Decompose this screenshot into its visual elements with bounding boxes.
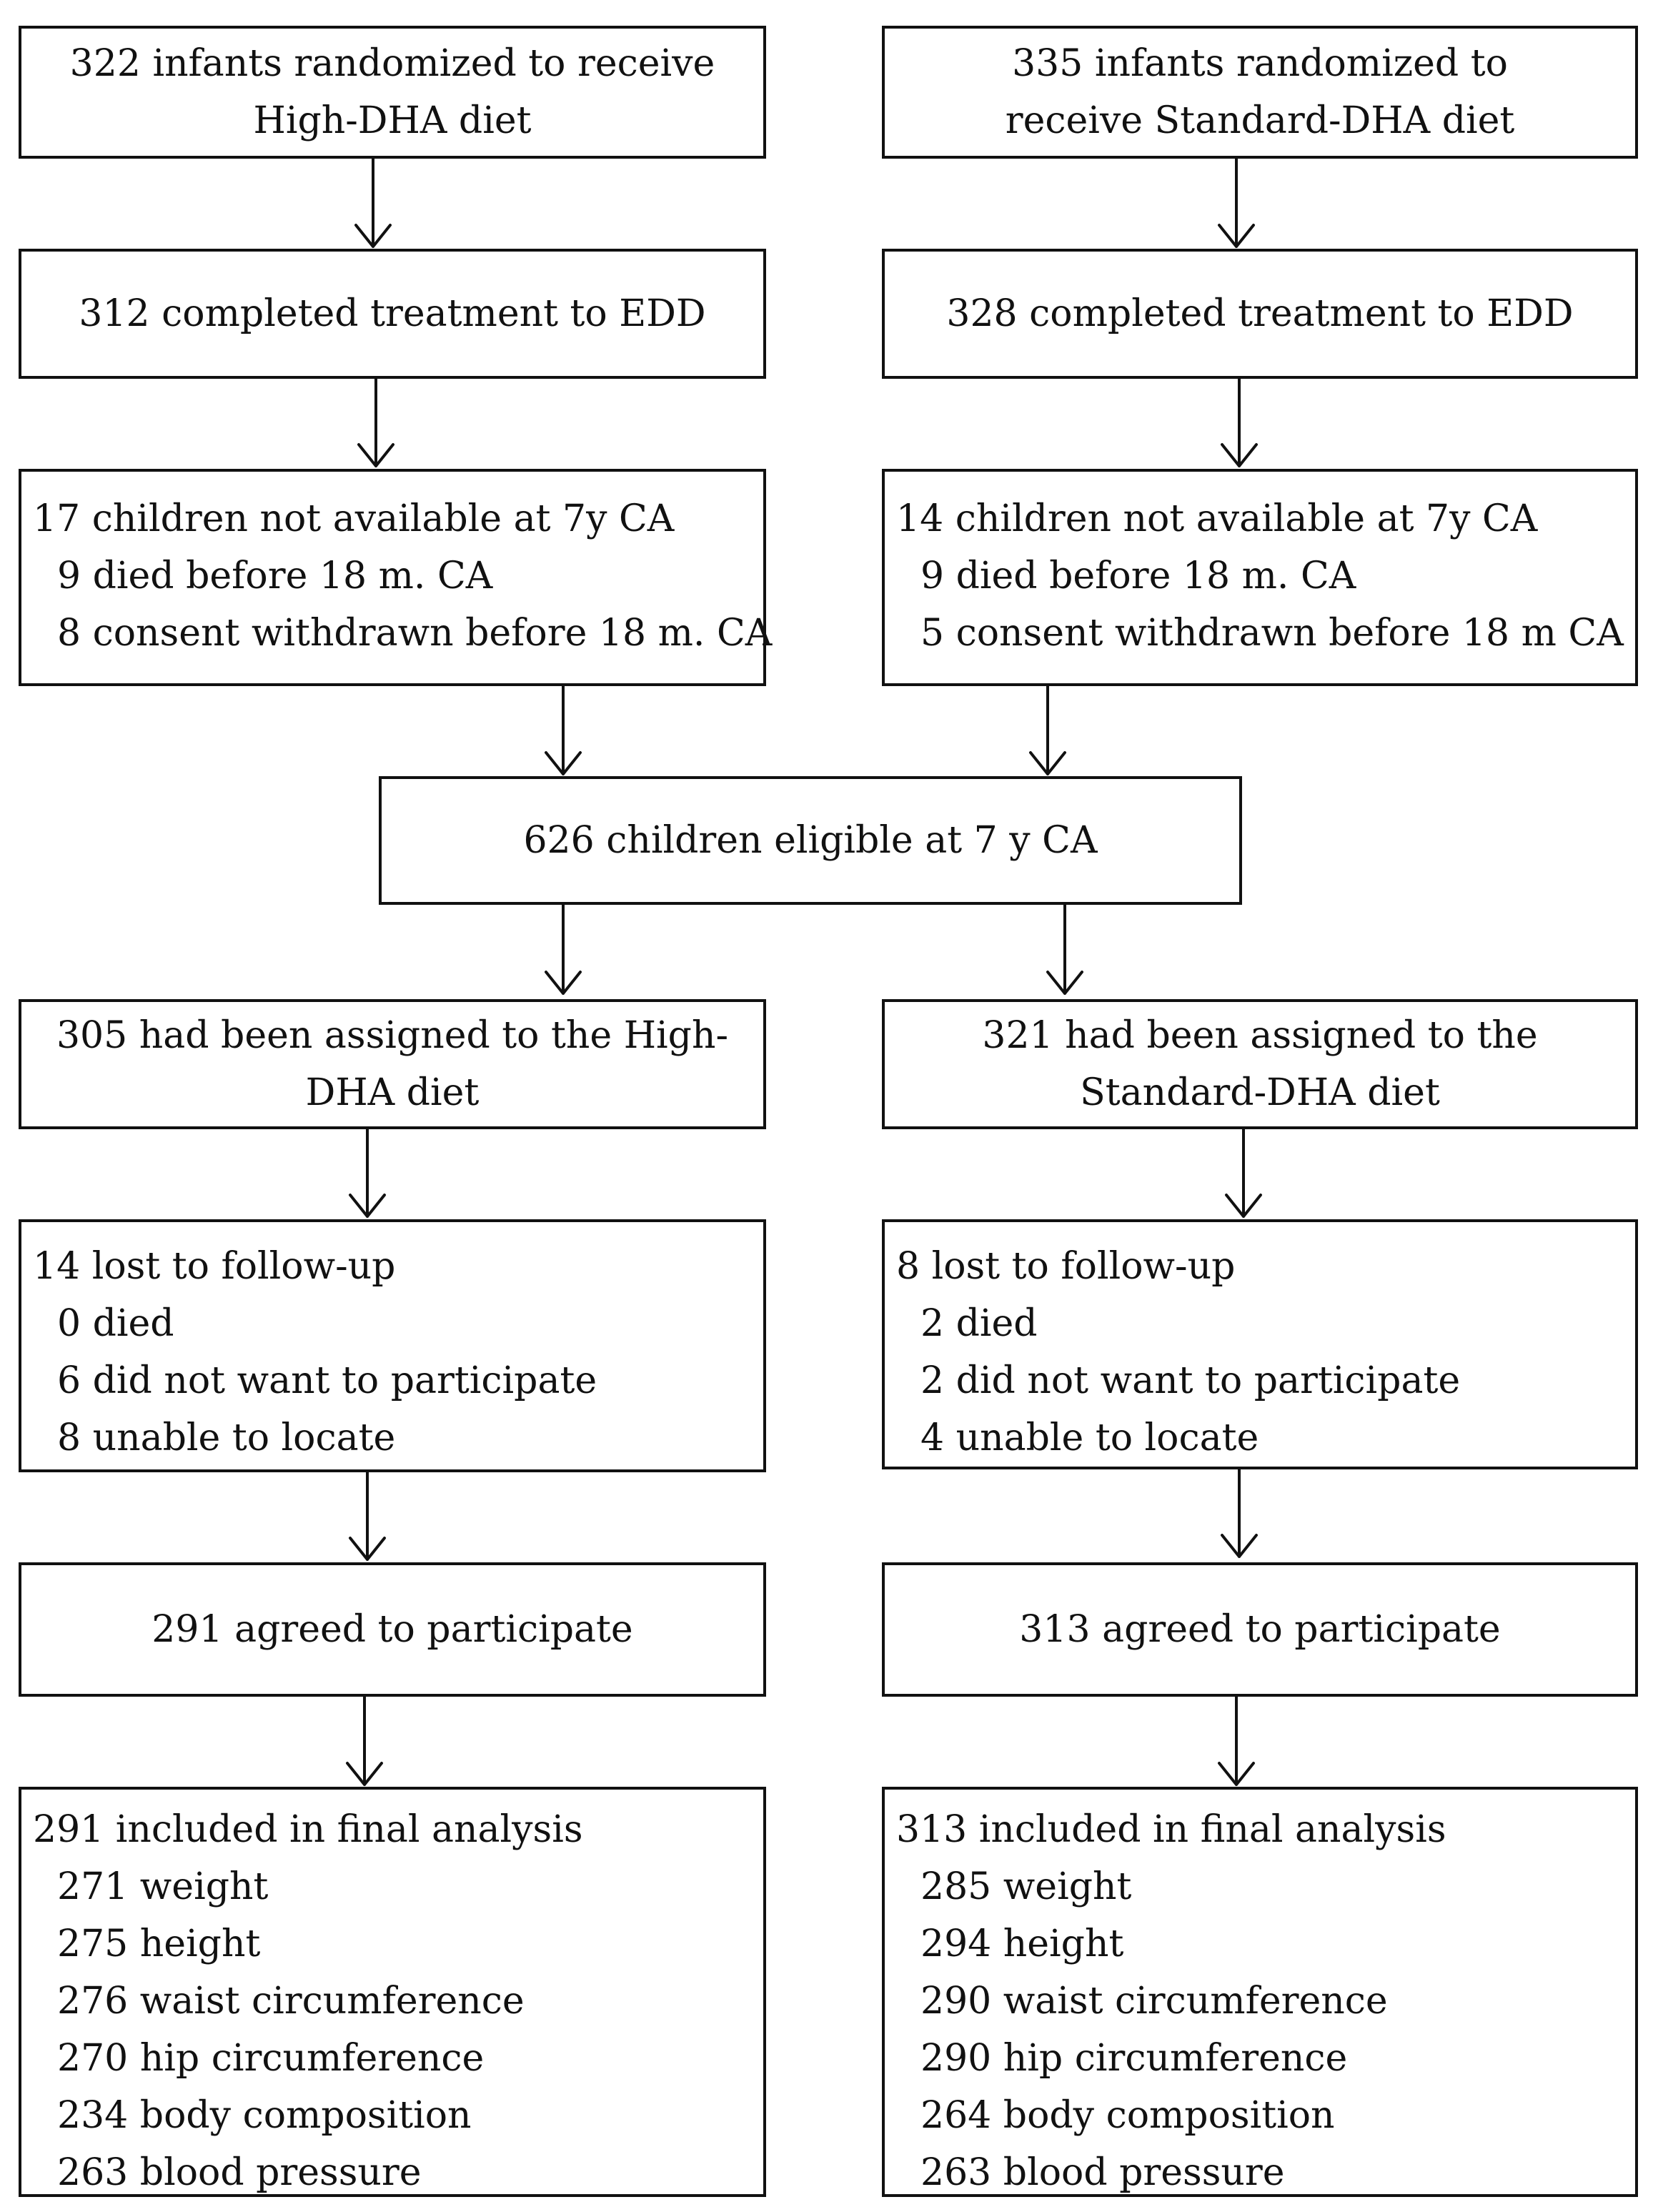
arrow-left-6 [349, 1471, 386, 1561]
eligible-box: 626 children eligible at 7 y CA [379, 776, 1242, 905]
left-lost-box: 14 lost to follow-up 0 died 6 did not wa… [19, 1219, 766, 1472]
right-not-available-item: 9 died before 18 m. CA [920, 555, 1356, 597]
right-completed-box: 328 completed treatment to EDD [882, 249, 1638, 379]
left-final-item: 275 height [57, 1923, 261, 1965]
left-lost-item: 6 did not want to participate [57, 1359, 597, 1402]
right-lost-item: 4 unable to locate [920, 1417, 1259, 1459]
right-agreed-text: 313 agreed to participate [1019, 1608, 1501, 1651]
left-final-item: 271 weight [57, 1865, 269, 1908]
right-final-item: 264 body composition [920, 2094, 1335, 2137]
right-randomized-text: 335 infants randomized to receive Standa… [1005, 42, 1515, 142]
left-agreed-text: 291 agreed to participate [152, 1608, 633, 1651]
right-final-item: 285 weight [920, 1865, 1132, 1908]
left-final-item: 276 waist circumference [57, 1980, 525, 2023]
left-final-item: 234 body composition [57, 2094, 472, 2137]
right-final-head: 313 included in final analysis [896, 1808, 1446, 1851]
right-final-item: 263 blood pressure [920, 2151, 1285, 2194]
right-final-item: 294 height [920, 1923, 1124, 1965]
left-lost-head: 14 lost to follow-up [33, 1245, 396, 1288]
left-randomized-box: 322 infants randomized to receive High-D… [19, 26, 766, 159]
left-randomized-text: 322 infants randomized to receive High-D… [69, 42, 715, 142]
left-final-box: 291 included in final analysis 271 weigh… [19, 1787, 766, 2197]
arrow-right-3 [1029, 685, 1066, 775]
right-not-available-box: 14 children not available at 7y CA 9 die… [882, 469, 1638, 686]
left-agreed-box: 291 agreed to participate [19, 1562, 766, 1697]
right-lost-item: 2 died [920, 1302, 1038, 1345]
left-final-item: 263 blood pressure [57, 2151, 422, 2194]
right-assigned-box: 321 had been assigned to the Standard-DH… [882, 999, 1638, 1129]
arrow-right-6 [1221, 1468, 1258, 1558]
right-assigned-text: 321 had been assigned to the Standard-DH… [982, 1014, 1538, 1114]
right-lost-item: 2 did not want to participate [920, 1359, 1461, 1402]
arrow-right-1 [1218, 157, 1255, 248]
arrow-right-4 [1046, 903, 1083, 995]
right-randomized-box: 335 infants randomized to receive Standa… [882, 26, 1638, 159]
left-lost-item: 0 died [57, 1302, 174, 1345]
left-not-available-item: 9 died before 18 m. CA [57, 555, 493, 597]
arrow-left-3 [545, 685, 582, 775]
left-final-item: 270 hip circumference [57, 2037, 485, 2080]
right-completed-text: 328 completed treatment to EDD [946, 292, 1574, 335]
left-assigned-text: 305 had been assigned to the High-DHA di… [56, 1014, 729, 1114]
right-final-item: 290 hip circumference [920, 2037, 1348, 2080]
left-not-available-head: 17 children not available at 7y CA [33, 497, 675, 540]
right-not-available-item: 5 consent withdrawn before 18 m CA [920, 612, 1624, 655]
arrow-left-1 [354, 157, 392, 248]
left-completed-text: 312 completed treatment to EDD [79, 292, 706, 335]
arrow-left-5 [349, 1128, 386, 1218]
left-assigned-box: 305 had been assigned to the High-DHA di… [19, 999, 766, 1129]
right-final-box: 313 included in final analysis 285 weigh… [882, 1787, 1638, 2197]
right-final-item: 290 waist circumference [920, 1980, 1388, 2023]
arrow-right-7 [1218, 1695, 1255, 1786]
eligible-text: 626 children eligible at 7 y CA [523, 819, 1098, 862]
right-not-available-head: 14 children not available at 7y CA [896, 497, 1538, 540]
left-lost-item: 8 unable to locate [57, 1417, 396, 1459]
right-lost-head: 8 lost to follow-up [896, 1245, 1236, 1288]
arrow-right-2 [1221, 377, 1258, 467]
arrow-left-4 [545, 903, 582, 995]
arrow-left-2 [357, 377, 394, 467]
left-not-available-item: 8 consent withdrawn before 18 m. CA [57, 612, 773, 655]
left-not-available-box: 17 children not available at 7y CA 9 die… [19, 469, 773, 686]
arrow-right-5 [1225, 1128, 1262, 1218]
left-final-head: 291 included in final analysis [33, 1808, 583, 1851]
left-completed-box: 312 completed treatment to EDD [19, 249, 766, 379]
arrow-left-7 [346, 1695, 383, 1786]
right-agreed-box: 313 agreed to participate [882, 1562, 1638, 1697]
right-lost-box: 8 lost to follow-up 2 died 2 did not wan… [882, 1219, 1638, 1469]
